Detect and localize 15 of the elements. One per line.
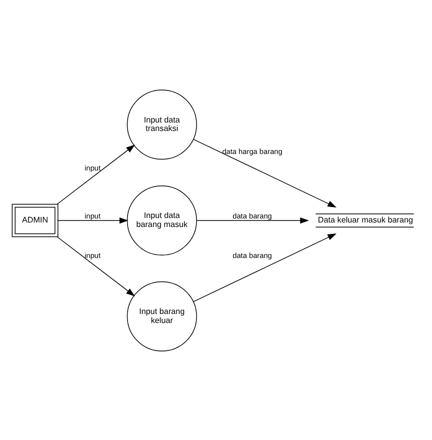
arrow bbox=[56, 144, 134, 204]
arrow bbox=[192, 232, 336, 302]
arrow bbox=[57, 216, 128, 224]
edge-label: input bbox=[84, 162, 100, 172]
edge-label: data barang bbox=[232, 210, 272, 220]
edge-label: input bbox=[84, 210, 100, 220]
edge-label: data harga barang bbox=[222, 146, 282, 156]
edge-label: data barang bbox=[232, 250, 272, 260]
edge-label: input bbox=[84, 250, 100, 260]
arrow bbox=[56, 236, 134, 296]
node-box: ADMIN bbox=[11, 203, 58, 237]
node-text: Data keluar masuk barang bbox=[317, 215, 413, 224]
arrow bbox=[196, 216, 309, 224]
node-circle: Input data barang masuk bbox=[126, 184, 196, 256]
arrow bbox=[192, 138, 336, 208]
